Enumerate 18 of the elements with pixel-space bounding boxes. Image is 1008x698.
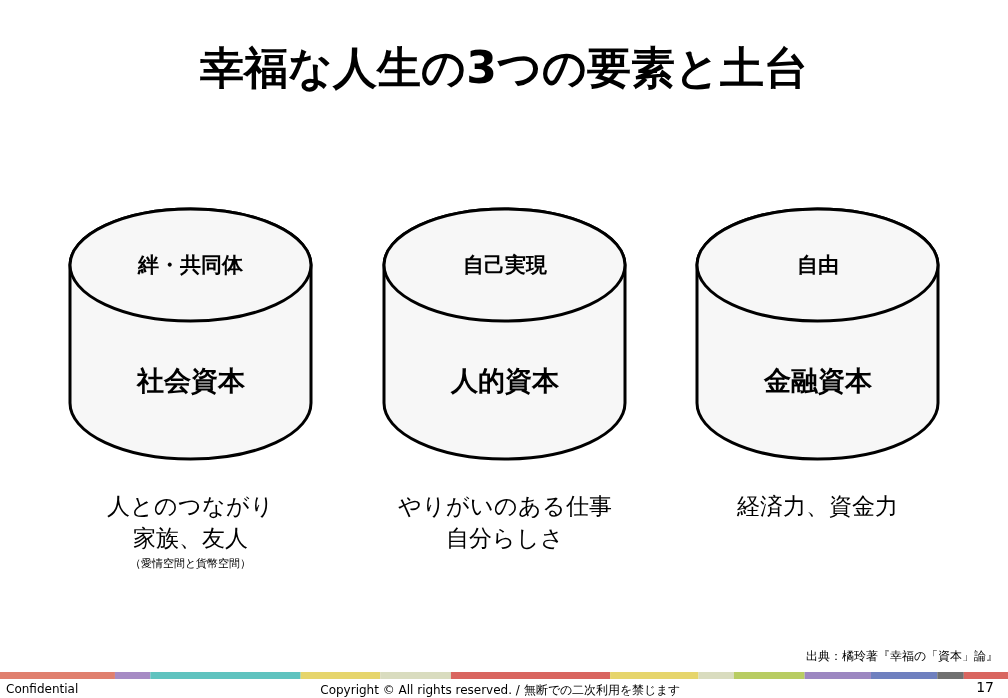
cylinder-top-label: 自己実現 <box>461 252 548 279</box>
description: 経済力、資金力 <box>736 492 899 521</box>
description: 人とのつながり家族、友人 <box>106 492 275 553</box>
source-note: 出典：橘玲著『幸福の「資本」論』 <box>806 648 998 665</box>
cylinder <box>68 207 313 461</box>
cylinder <box>695 207 940 461</box>
page-number: 17 <box>976 679 994 695</box>
description: やりがいのある仕事自分らしさ <box>396 492 613 553</box>
cylinder <box>382 207 627 461</box>
copyright-notice: Copyright © All rights reserved. / 無断での二次利用を禁じます <box>320 682 680 698</box>
cylinder-label: 金融資本 <box>762 364 873 398</box>
title: 幸福な人生の3つの要素と土台 <box>199 41 809 95</box>
cylinder-top-label: 自由 <box>795 252 840 279</box>
cylinder-label: 社会資本 <box>135 364 246 398</box>
note: （愛情空間と貨幣空間） <box>129 556 252 571</box>
cylinder-top-label: 絆・共同体 <box>136 252 244 279</box>
confidential-label: Confidential <box>6 682 79 696</box>
cylinder-label: 人的資本 <box>449 364 560 398</box>
